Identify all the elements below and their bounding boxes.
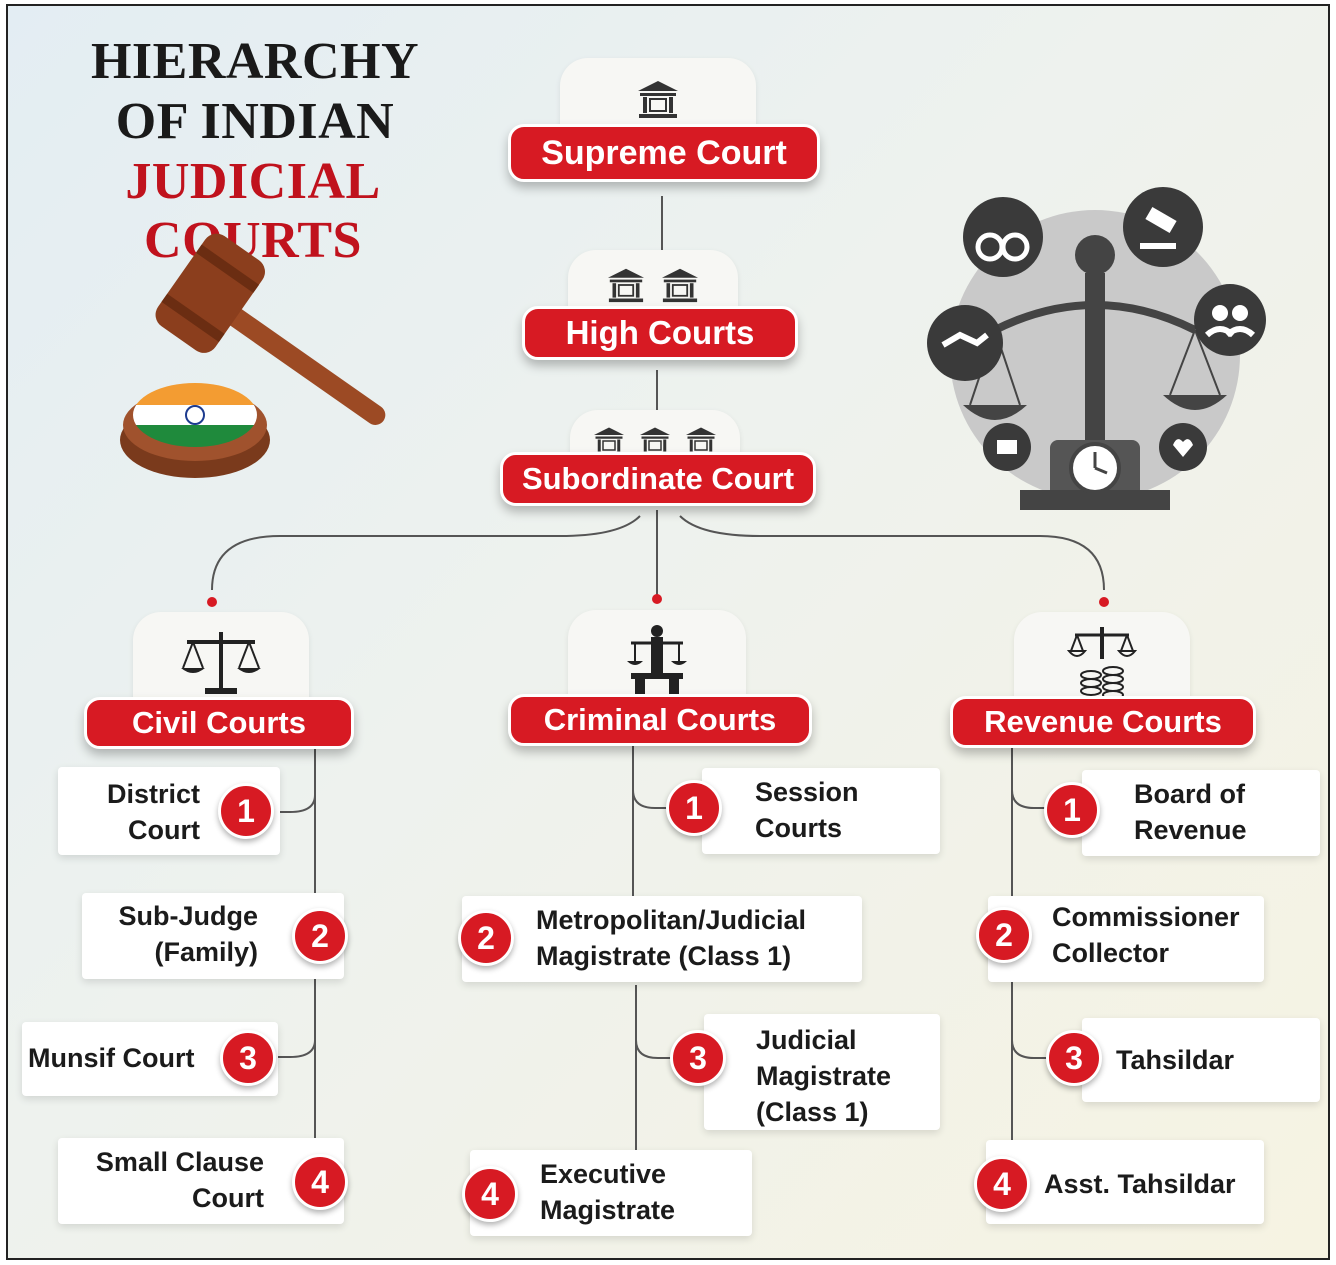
revenue-item-1-line1: Board of	[1134, 779, 1245, 809]
criminal-item-3-badge: 3	[670, 1030, 726, 1086]
criminal-item-1-line1: Session	[755, 777, 859, 807]
revenue-item-3-card	[1082, 1018, 1320, 1102]
connector-dot	[207, 597, 217, 607]
criminal-item-4-badge: 4	[462, 1166, 518, 1222]
criminal-item-2-card	[462, 896, 862, 982]
civil-item-3-line1: Munsif Court	[28, 1043, 195, 1073]
criminal-item-2-line1: Metropolitan/Judicial	[536, 905, 807, 935]
people-icon	[1194, 284, 1266, 356]
handcuffs-icon	[963, 197, 1043, 277]
supreme-court-label: Supreme Court	[508, 124, 820, 182]
indian-flag-icon	[133, 383, 257, 447]
civil-item-1-line1: District	[106, 779, 200, 809]
connector-dot	[1099, 597, 1109, 607]
civil-item-3-badge: 3	[220, 1030, 276, 1086]
revenue-item-4-card	[986, 1140, 1264, 1224]
civil-item-2-line2: (Family)	[154, 937, 258, 967]
revenue-item-4-line1: Asst. Tahsildar	[1044, 1169, 1236, 1199]
revenue-courts-label: Revenue Courts	[950, 696, 1256, 748]
civil-item-4-badge: 4	[292, 1154, 348, 1210]
connector-dot	[652, 594, 662, 604]
civil-item-4-line2: Court	[192, 1183, 264, 1213]
civil-item-4-line1: Small Clause	[95, 1147, 264, 1177]
gavel-icon	[120, 233, 386, 478]
civil-icon-card	[133, 612, 309, 710]
civil-item-1-line2: Court	[128, 815, 200, 845]
revenue-item-2-line1: Commissioner	[1052, 902, 1240, 932]
criminal-icon-card	[568, 610, 746, 708]
title-line-1: HIERARCHY	[90, 33, 420, 90]
criminal-item-3-line3: (Class 1)	[756, 1097, 869, 1127]
civil-courts-label: Civil Courts	[84, 697, 354, 749]
criminal-item-3-line2: Magistrate	[756, 1061, 892, 1091]
criminal-item-2-line2: Magistrate (Class 1)	[536, 941, 792, 971]
coins-icon	[1067, 627, 1137, 699]
court-building-icon	[662, 268, 698, 303]
high-courts-label: High Courts	[522, 306, 798, 360]
justice-statue-icon	[627, 625, 687, 695]
criminal-item-1-line2: Courts	[755, 813, 842, 843]
criminal-item-1-card	[702, 768, 940, 854]
handshake-icon	[927, 305, 1003, 381]
revenue-item-1-line2: Revenue	[1134, 815, 1247, 845]
criminal-courts-label: Criminal Courts	[508, 694, 812, 746]
revenue-item-2-line2: Collector	[1052, 938, 1170, 968]
criminal-item-3-line1: Judicial	[756, 1025, 857, 1055]
court-building-icon	[608, 268, 644, 303]
revenue-icon-card	[1014, 612, 1190, 710]
revenue-item-1-badge: 1	[1044, 782, 1100, 838]
criminal-item-1-badge: 1	[666, 780, 722, 836]
title-line-2: OF INDIAN	[115, 93, 395, 150]
scales-of-justice-icon	[927, 187, 1266, 510]
revenue-item-4-badge: 4	[974, 1156, 1030, 1212]
revenue-item-2-card	[988, 896, 1264, 982]
civil-item-2-line1: Sub-Judge	[118, 901, 259, 931]
revenue-item-3-line1: Tahsildar	[1116, 1045, 1235, 1075]
criminal-item-2-badge: 2	[458, 910, 514, 966]
criminal-item-4-line2: Magistrate	[540, 1195, 676, 1225]
court-building-icon	[638, 81, 678, 118]
revenue-item-2-badge: 2	[976, 907, 1032, 963]
civil-item-1-badge: 1	[218, 783, 274, 839]
scales-of-justice-icon	[181, 632, 261, 694]
subordinate-court-label: Subordinate Court	[500, 452, 816, 506]
revenue-item-3-badge: 3	[1046, 1030, 1102, 1086]
revenue-item-1-card	[1082, 770, 1320, 856]
criminal-item-4-line1: Executive	[540, 1159, 667, 1189]
civil-item-2-badge: 2	[292, 908, 348, 964]
criminal-item-3-card	[704, 1014, 940, 1130]
